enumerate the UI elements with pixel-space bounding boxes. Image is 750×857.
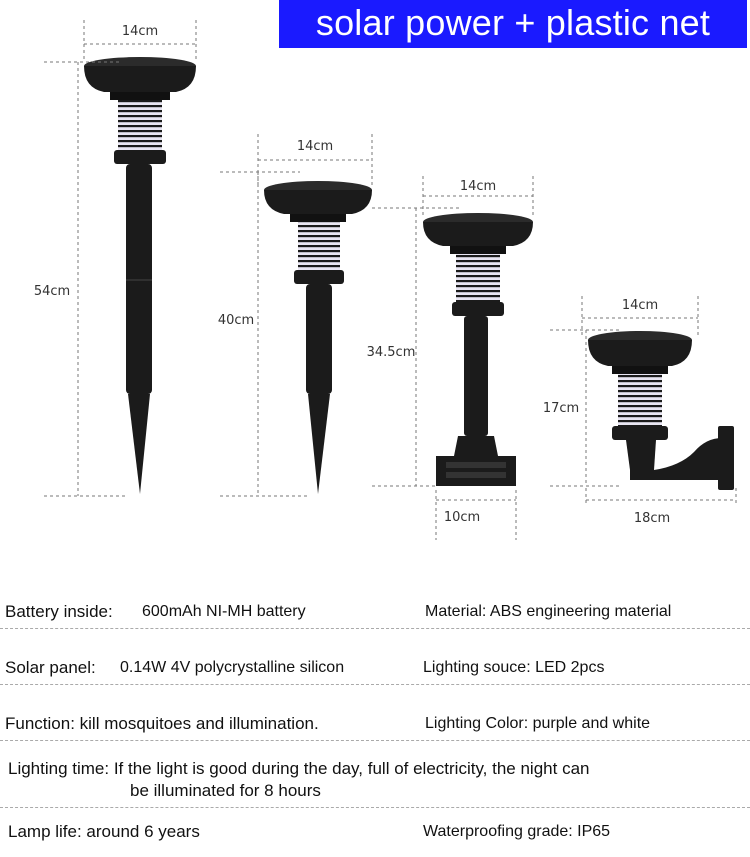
- lamp-wall-17cm: [588, 331, 734, 490]
- battery-value: 600mAh NI-MH battery: [142, 603, 306, 620]
- title-banner: solar power + plastic net: [279, 0, 747, 48]
- material-text: Material: ABS engineering material: [425, 603, 672, 620]
- lamp-54cm: [84, 57, 196, 494]
- lamp3-width-label: 14cm: [460, 179, 496, 194]
- lamp3-height-label: 34.5cm: [367, 345, 416, 360]
- product-dimension-figure: 14cm 54cm 14cm 40cm 14cm 34.5cm 10cm 14c…: [34, 20, 737, 540]
- banner-title: solar power + plastic net: [315, 2, 711, 43]
- spec-row-life: Lamp life: around 6 years Waterproofing …: [0, 818, 750, 848]
- lighting-time-line2: be illuminated for 8 hours: [130, 781, 321, 800]
- waterproof-text: Waterproofing grade: IP65: [423, 823, 611, 840]
- spec-row-function: Function: kill mosquitoes and illuminati…: [0, 710, 750, 741]
- spec-row-solar: Solar panel: 0.14W 4V polycrystalline si…: [0, 654, 750, 685]
- lamp2-width-label: 14cm: [297, 139, 333, 154]
- lamp-34-5cm: [423, 213, 533, 486]
- lamp4-depth-label: 18cm: [634, 511, 670, 526]
- lamp-40cm: [264, 181, 372, 494]
- lighting-color-text: Lighting Color: purple and white: [425, 715, 651, 732]
- lamp4-height-label: 17cm: [543, 401, 579, 416]
- battery-label: Battery inside:: [5, 602, 113, 621]
- spec-row-battery: Battery inside: 600mAh NI-MH battery Mat…: [0, 598, 750, 629]
- dimension-lines: [44, 20, 737, 540]
- lamp3-base-label: 10cm: [444, 510, 480, 525]
- solar-label: Solar panel:: [5, 658, 96, 677]
- lighting-time-line1: Lighting time: If the light is good duri…: [8, 759, 590, 778]
- lamp1-width-label: 14cm: [122, 24, 158, 39]
- lamp-life-text: Lamp life: around 6 years: [8, 822, 200, 841]
- lighting-source-text: Lighting souce: LED 2pcs: [423, 659, 605, 676]
- spec-row-lighting-time: [0, 752, 750, 808]
- lamp2-height-label: 40cm: [218, 313, 254, 328]
- lamp4-width-label: 14cm: [622, 298, 658, 313]
- lamp1-height-label: 54cm: [34, 284, 70, 299]
- lighting-time-text: Lighting time: If the light is good duri…: [8, 758, 708, 802]
- function-text: Function: kill mosquitoes and illuminati…: [5, 714, 319, 733]
- solar-value: 0.14W 4V polycrystalline silicon: [120, 659, 345, 676]
